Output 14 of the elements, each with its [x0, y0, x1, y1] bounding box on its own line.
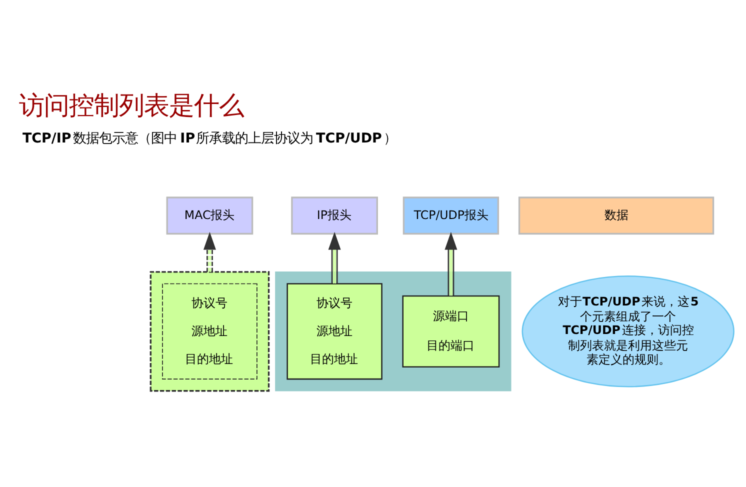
arrow [203, 231, 216, 272]
node-box: TCP/UDP报头 [402, 196, 500, 234]
arrow [444, 231, 458, 296]
node-box: IP报头 [291, 196, 378, 234]
node-box: MAC报头 [166, 196, 254, 234]
node-box: 协议号 源地址 目的地址 [162, 282, 258, 379]
diagram-title: 访问控制列表是什么 [19, 90, 244, 120]
node-box: 源端口 目的端口 [402, 294, 500, 367]
cluster [275, 271, 512, 391]
arrow [328, 231, 341, 283]
cluster [150, 270, 270, 392]
node-ellipse: 对于TCP/UDP来说，这5个元素组成了一个TCP/UDP连接，访问控制列表就是利用这些元素定义的规则。 [522, 275, 734, 387]
node-box: 协议号 源地址 目的地址 [286, 282, 382, 380]
node-box: 数据 [518, 196, 714, 234]
